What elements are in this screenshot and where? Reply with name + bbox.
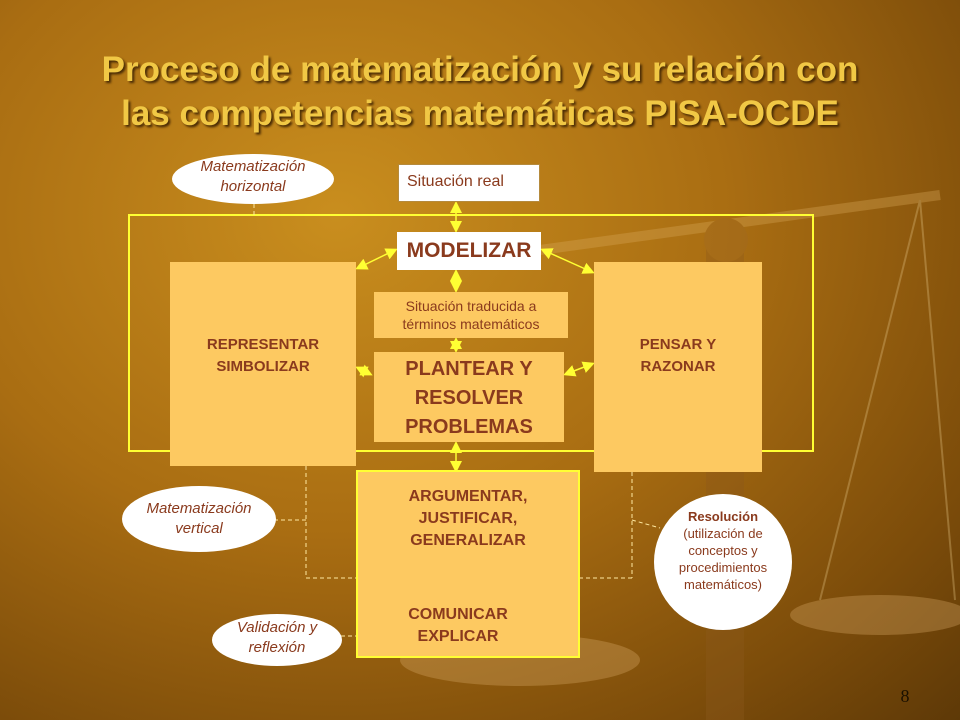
- plantear-line-2: RESOLVER: [414, 387, 524, 409]
- argumentar-box: ARGUMENTAR, JUSTIFICAR, GENERALIZAR COMU…: [356, 470, 580, 658]
- modelizar-box: MODELIZAR: [397, 232, 541, 270]
- comunicar-text: COMUNICAR EXPLICAR: [358, 604, 558, 648]
- arrows: [355, 201, 595, 603]
- title-line-2: las competencias matemáticas PISA-OCDE: [121, 94, 839, 133]
- horizontal-line-1: Matematización: [200, 158, 306, 175]
- representar-box: REPRESENTAR SIMBOLIZAR: [170, 262, 356, 466]
- pensar-box: PENSAR Y RAZONAR: [594, 262, 762, 472]
- comunicar-line-1: COMUNICAR: [408, 606, 508, 623]
- plantear-line-3: PROBLEMAS: [405, 416, 533, 438]
- representar-line-2: SIMBOLIZAR: [216, 358, 310, 375]
- validacion-line-1: Validación y: [236, 619, 318, 636]
- pensar-line-1: PENSAR Y: [639, 336, 717, 353]
- horizontal-line-2: horizontal: [220, 178, 286, 195]
- oval-matematizacion-horizontal: Matematización horizontal: [172, 154, 334, 204]
- resolucion-line-4: matemáticos): [683, 577, 763, 592]
- traducida-line-2: términos matemáticos: [402, 316, 540, 332]
- resolucion-line-3: procedimientos: [678, 560, 768, 575]
- slide-title: Proceso de matematización y su relación …: [40, 48, 920, 136]
- title-line-1: Proceso de matematización y su relación …: [101, 50, 859, 89]
- validacion-line-2: reflexión: [248, 639, 306, 656]
- argumentar-line-1: ARGUMENTAR,: [408, 488, 528, 505]
- vertical-line-1: Matematización: [146, 500, 252, 517]
- vertical-line-2: vertical: [175, 520, 223, 537]
- traducida-line-1: Situación traducida a: [405, 298, 537, 314]
- plantear-line-1: PLANTEAR Y: [405, 358, 533, 380]
- comunicar-line-2: EXPLICAR: [417, 628, 499, 645]
- page-number: 8: [900, 686, 910, 706]
- plantear-box: PLANTEAR Y RESOLVER PROBLEMAS: [374, 352, 564, 442]
- oval-matematizacion-vertical: Matematización vertical: [122, 486, 276, 552]
- argumentar-text: ARGUMENTAR, JUSTIFICAR, GENERALIZAR: [358, 486, 578, 552]
- oval-validacion-reflexion: Validación y reflexión: [212, 614, 342, 666]
- argumentar-line-2: JUSTIFICAR,: [418, 510, 518, 527]
- pensar-line-2: RAZONAR: [640, 358, 716, 375]
- argumentar-line-3: GENERALIZAR: [410, 532, 526, 549]
- resolucion-line-1: (utilización de: [683, 526, 763, 541]
- oval-resolucion: Resolución (utilización de conceptos y p…: [654, 494, 792, 630]
- outer-frame: [128, 214, 814, 452]
- situacion-real-box: Situación real: [398, 164, 540, 202]
- representar-line-1: REPRESENTAR: [206, 336, 320, 353]
- resolucion-title: Resolución: [687, 509, 759, 524]
- situacion-traducida-box: Situación traducida a términos matemátic…: [374, 292, 568, 338]
- resolucion-line-2: conceptos y: [688, 543, 758, 558]
